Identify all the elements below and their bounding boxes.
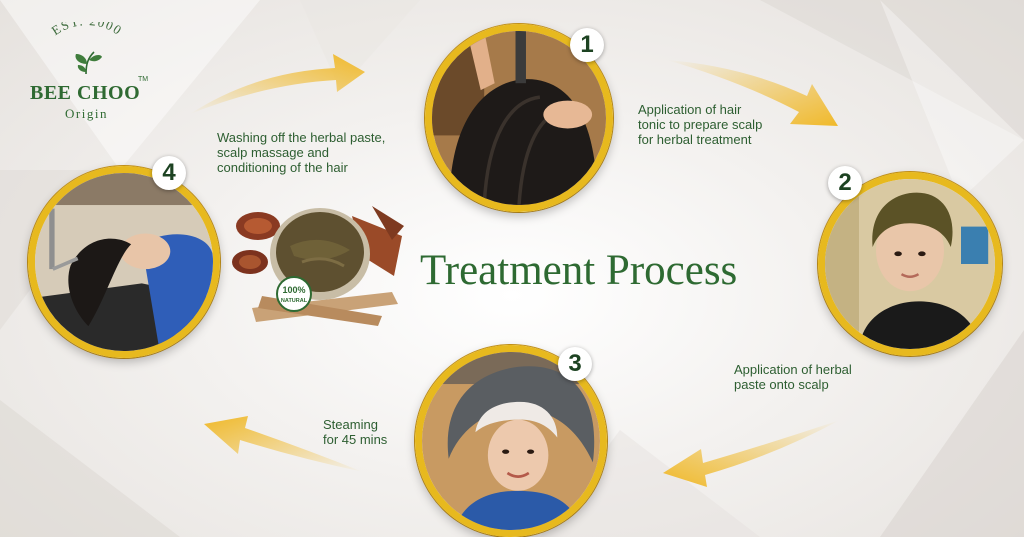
step-1-caption-line: for herbal treatment	[638, 132, 752, 147]
step-4-caption: Washing off the herbal paste, scalp mass…	[217, 130, 385, 175]
arrow-icon	[204, 416, 363, 472]
step-4-number-badge: 4	[152, 156, 186, 190]
natural-badge-label: NATURAL	[281, 298, 308, 304]
herbal-paste-illustration	[825, 179, 995, 349]
brand-logo: EST. 2000 BEE CHOO TM Origin	[22, 22, 152, 132]
natural-badge: 100% NATURAL	[276, 276, 312, 312]
step-1-caption-line: tonic to prepare scalp	[638, 117, 763, 132]
svg-text:EST. 2000: EST. 2000	[49, 22, 126, 38]
step-4-caption-line: scalp massage and	[217, 145, 330, 160]
step-1-photo	[425, 24, 613, 212]
step-1-caption: Application of hair tonic to prepare sca…	[638, 102, 762, 147]
step-2-caption: Application of herbal paste onto scalp	[734, 362, 852, 392]
logo-arc-text: EST. 2000	[49, 22, 126, 75]
leaf-icon	[75, 51, 102, 75]
step-3-caption-line: Steaming	[323, 417, 378, 432]
hair-wash-illustration	[35, 173, 213, 351]
logo-brand-name: BEE CHOO	[30, 82, 141, 104]
step-2-caption-line: paste onto scalp	[734, 377, 829, 392]
logo-subtitle: Origin	[65, 106, 108, 121]
arrow-icon	[190, 54, 365, 114]
step-1-number-badge: 1	[570, 28, 604, 62]
arrow-icon	[663, 420, 840, 487]
step-2-caption-line: Application of herbal	[734, 362, 852, 377]
natural-badge-percent: 100%	[282, 285, 305, 295]
hair-tonic-illustration	[432, 31, 606, 205]
herbal-bowl-product: 100% NATURAL	[232, 206, 404, 326]
logo-trademark: TM	[138, 76, 149, 83]
page-title: Treatment Process	[420, 247, 738, 294]
step-3-number-badge: 3	[558, 347, 592, 381]
step-2-number-badge: 2	[828, 166, 862, 200]
arrow-icon	[667, 60, 838, 126]
step-1-caption-line: Application of hair	[638, 102, 742, 117]
step-4-photo	[28, 166, 220, 358]
step-4-caption-line: conditioning of the hair	[217, 160, 348, 175]
step-3-caption: Steaming for 45 mins	[323, 417, 387, 447]
step-3-caption-line: for 45 mins	[323, 432, 388, 447]
step-4-caption-line: Washing off the herbal paste,	[217, 130, 386, 145]
